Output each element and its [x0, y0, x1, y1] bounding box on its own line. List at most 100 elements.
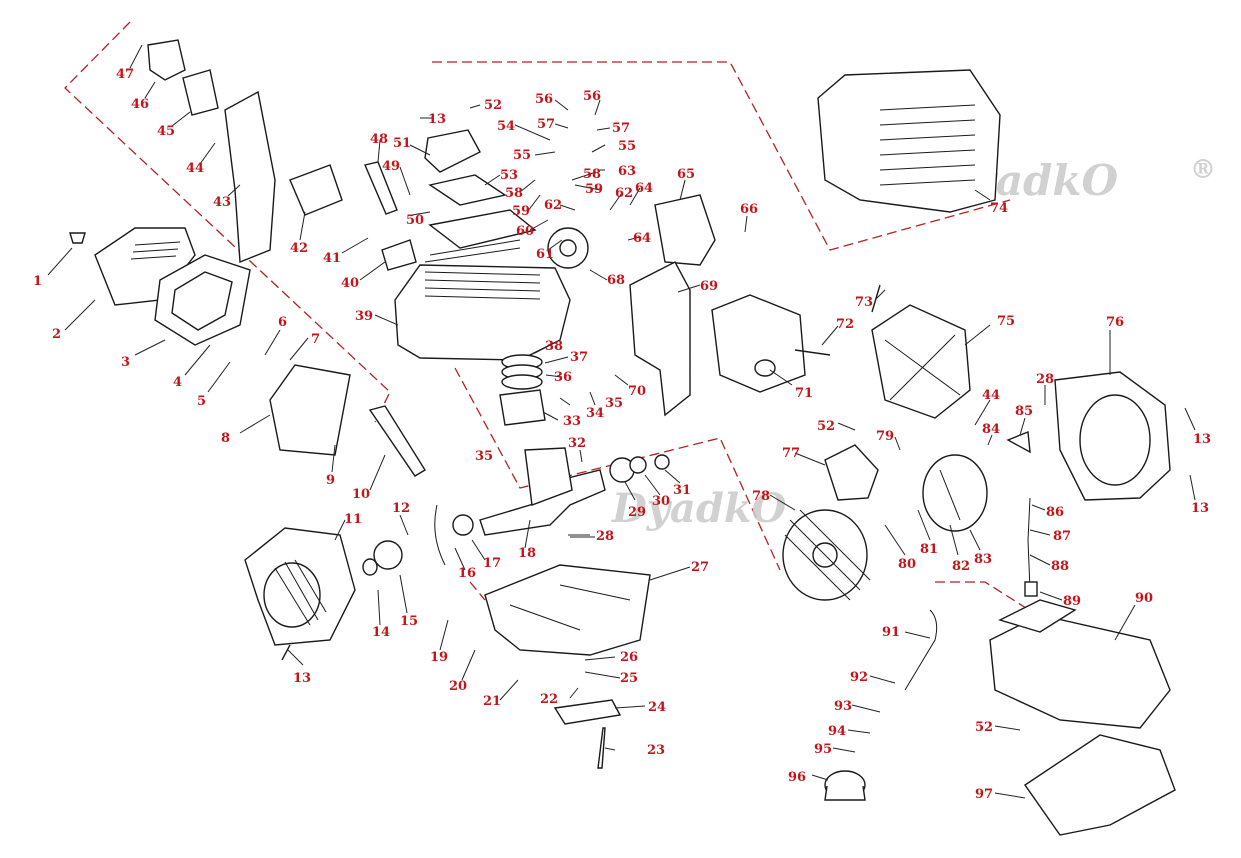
label-86: 86 — [1046, 505, 1064, 520]
label-25: 25 — [620, 671, 638, 686]
label-73: 73 — [855, 295, 873, 310]
watermark-center: DyadkO — [611, 485, 787, 532]
label-27: 27 — [691, 560, 709, 575]
label-46: 46 — [131, 97, 149, 112]
label-96: 96 — [788, 770, 806, 785]
label-74: 74 — [990, 201, 1008, 216]
label-58a: 58 — [505, 186, 523, 201]
label-62b: 62 — [615, 186, 633, 201]
label-41: 41 — [323, 251, 341, 266]
label-47: 47 — [116, 67, 134, 82]
label-97: 97 — [975, 787, 993, 802]
label-52a: 52 — [484, 98, 502, 113]
label-57a: 57 — [537, 117, 555, 132]
part-labels: 1 2 3 4 5 6 7 8 9 10 11 12 13 13 13 13 1… — [33, 67, 1211, 802]
label-9: 9 — [326, 473, 335, 488]
label-64b: 64 — [633, 231, 651, 246]
label-55a: 55 — [513, 148, 531, 163]
label-33: 33 — [563, 414, 581, 429]
label-57b: 57 — [612, 121, 630, 136]
label-58b: 58 — [583, 167, 601, 182]
label-44a: 44 — [186, 161, 204, 176]
label-94: 94 — [828, 724, 846, 739]
label-53: 53 — [500, 168, 518, 183]
label-20: 20 — [449, 679, 467, 694]
registered-mark: ® — [1190, 155, 1216, 185]
label-16: 16 — [458, 566, 476, 581]
label-23: 23 — [647, 743, 665, 758]
label-51: 51 — [393, 136, 411, 151]
label-95: 95 — [814, 742, 832, 757]
label-68: 68 — [607, 273, 625, 288]
label-45: 45 — [157, 124, 175, 139]
label-13a: 13 — [428, 112, 446, 127]
label-84: 84 — [982, 422, 1000, 437]
label-63: 63 — [618, 164, 636, 179]
label-39: 39 — [355, 309, 373, 324]
label-90: 90 — [1135, 591, 1153, 606]
label-88: 88 — [1051, 559, 1069, 574]
label-35a: 35 — [605, 396, 623, 411]
label-49: 49 — [382, 159, 400, 174]
label-93: 93 — [834, 699, 852, 714]
label-38: 38 — [545, 339, 563, 354]
label-77: 77 — [782, 446, 800, 461]
label-34: 34 — [586, 406, 604, 421]
label-36: 36 — [554, 370, 572, 385]
label-71: 71 — [795, 386, 813, 401]
label-55b: 55 — [618, 139, 636, 154]
label-59a: 59 — [512, 204, 530, 219]
label-61: 61 — [536, 247, 554, 262]
label-26: 26 — [620, 650, 638, 665]
label-78: 78 — [752, 489, 770, 504]
part-drawings — [69, 39, 1176, 836]
label-43: 43 — [213, 195, 231, 210]
label-35b: 35 — [475, 449, 493, 464]
label-80: 80 — [898, 557, 916, 572]
label-24: 24 — [648, 700, 666, 715]
label-82: 82 — [952, 559, 970, 574]
label-1: 1 — [33, 274, 42, 289]
label-4: 4 — [173, 375, 182, 390]
label-14: 14 — [372, 625, 390, 640]
label-12: 12 — [392, 501, 410, 516]
label-15: 15 — [400, 614, 418, 629]
label-89: 89 — [1063, 594, 1081, 609]
label-2: 2 — [52, 327, 61, 342]
label-31: 31 — [673, 483, 691, 498]
label-83: 83 — [974, 552, 992, 567]
label-30: 30 — [652, 494, 670, 509]
label-56b: 56 — [583, 89, 601, 104]
leader-lines — [47, 44, 1196, 799]
label-62a: 62 — [544, 198, 562, 213]
label-79: 79 — [876, 429, 894, 444]
label-54: 54 — [497, 119, 515, 134]
label-40: 40 — [341, 276, 359, 291]
label-28a: 28 — [596, 529, 614, 544]
label-87: 87 — [1053, 529, 1071, 544]
label-21: 21 — [483, 694, 501, 709]
label-91: 91 — [882, 625, 900, 640]
label-37: 37 — [570, 350, 588, 365]
label-85: 85 — [1015, 404, 1033, 419]
label-5: 5 — [197, 394, 206, 409]
label-56a: 56 — [535, 92, 553, 107]
label-6: 6 — [278, 315, 287, 330]
label-42: 42 — [290, 241, 308, 256]
label-60: 60 — [516, 224, 534, 239]
label-59b: 59 — [585, 182, 603, 197]
label-52c: 52 — [975, 720, 993, 735]
label-7: 7 — [311, 332, 320, 347]
label-8: 8 — [221, 431, 230, 446]
label-64a: 64 — [635, 181, 653, 196]
label-10: 10 — [352, 487, 370, 502]
label-3: 3 — [121, 355, 130, 370]
label-48: 48 — [370, 132, 388, 147]
label-13c: 13 — [1191, 501, 1209, 516]
label-11: 11 — [344, 512, 362, 527]
label-29: 29 — [628, 505, 646, 520]
label-75: 75 — [997, 314, 1015, 329]
label-50: 50 — [406, 213, 424, 228]
label-13b: 13 — [1193, 432, 1211, 447]
